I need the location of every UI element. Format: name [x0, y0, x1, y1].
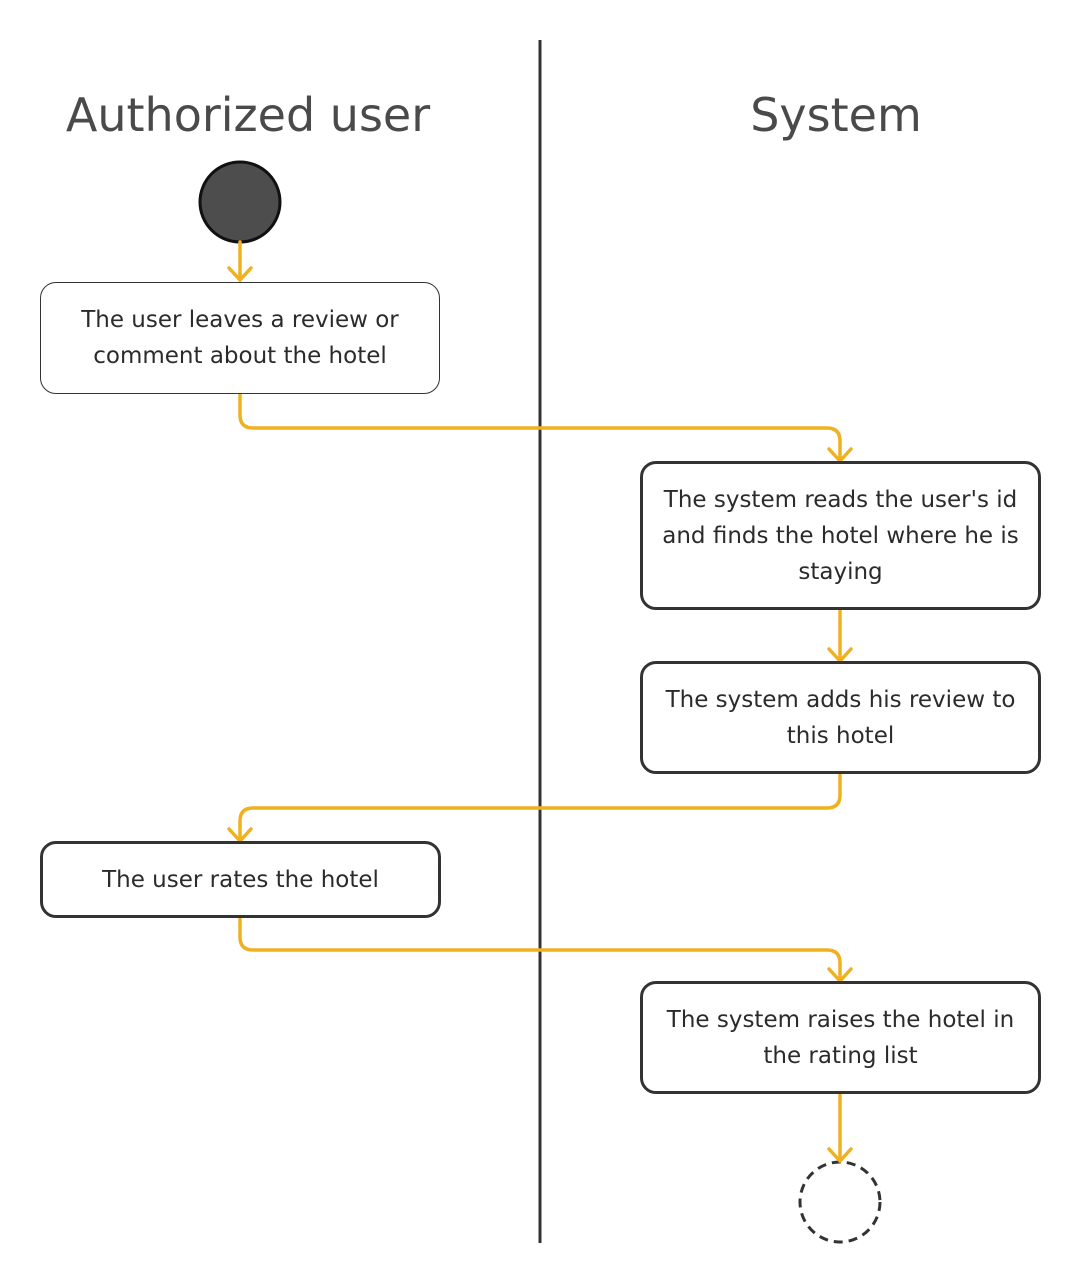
- flow-raise-to-end: [827, 1092, 853, 1163]
- flow-add-review-to-rate: [227, 772, 842, 843]
- flow-read-id-to-add-review: [827, 608, 853, 663]
- lane-title-authorized-user: Authorized user: [65, 88, 431, 142]
- flow-rate-to-raise: [238, 916, 853, 983]
- activity-rate-hotel: The user rates the hotel: [40, 841, 441, 918]
- flow-review-to-read-id: [238, 392, 853, 463]
- activity-raise-hotel: The system raises the hotel in the ratin…: [640, 981, 1041, 1094]
- flow-start-to-review: [227, 240, 253, 282]
- activity-read-user-id: The system reads the user's id and finds…: [640, 461, 1041, 610]
- end-node: [798, 1160, 882, 1244]
- activity-leave-review: The user leaves a review or comment abou…: [40, 282, 440, 394]
- lane-title-system: System: [750, 88, 922, 142]
- activity-add-review: The system adds his review to this hotel: [640, 661, 1041, 774]
- start-node: [198, 160, 282, 244]
